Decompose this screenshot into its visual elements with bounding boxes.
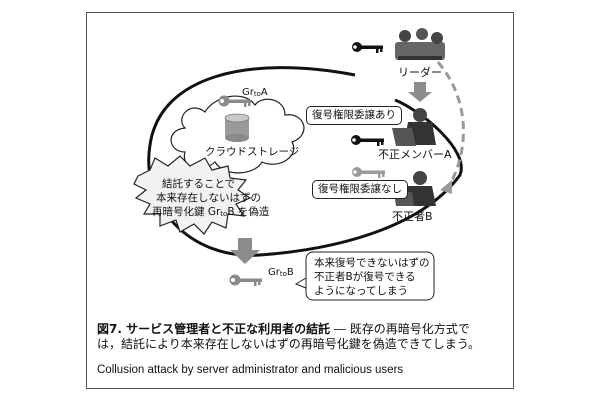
burst-text-line2: 本来存在しないはずの	[156, 192, 261, 204]
key-a-sub: to	[253, 90, 261, 98]
result-line2: 不正者Bが復号できる	[314, 271, 416, 283]
member-a-key-icon	[351, 135, 384, 146]
dashed-arc	[436, 61, 465, 189]
member-a-figure	[392, 108, 436, 146]
person-b-label: 不正者B	[392, 210, 433, 223]
result-line3: ようになってしまう	[314, 285, 408, 297]
dashed-arc-head	[440, 180, 452, 194]
cloud-storage-label: クラウドストレージ	[205, 146, 300, 158]
key-b-suffix: B	[286, 267, 294, 278]
burst-line3-sub: to	[220, 210, 228, 218]
delegation-no-box: 復号権限委譲なし	[312, 180, 408, 199]
database-icon	[224, 113, 250, 142]
key-a-suffix: A	[260, 87, 268, 98]
result-line1: 本来復号できないはずの	[314, 257, 430, 269]
key-b-name: Gr	[268, 267, 280, 278]
delegation-yes-box: 復号権限委譲あり	[306, 106, 402, 125]
burst-text-line3: 再暗号化鍵 GrtoB を偽造	[152, 206, 269, 221]
member-a-label: 不正メンバーA	[378, 148, 452, 161]
burst-line3-pre: 再暗号化鍵 Gr	[152, 206, 221, 218]
result-box-pointer	[294, 277, 307, 289]
caption-body-1: ― 既存の再暗号化方式で	[330, 322, 470, 336]
figure-caption: 図7. サービス管理者と不正な利用者の結託 ― 既存の再暗号化方式で は，結託に…	[97, 322, 507, 352]
leader-to-member-arrow	[408, 82, 432, 102]
caption-body-2: は，結託により本来存在しないはずの再暗号化鍵を偽造できてしまう。	[97, 337, 481, 351]
person-b-figure	[394, 171, 436, 206]
key-a-label: GrtoA	[242, 86, 268, 101]
leader-key-icon	[352, 42, 383, 53]
burst-to-keyb-arrow	[230, 238, 260, 264]
caption-title: 図7. サービス管理者と不正な利用者の結託	[97, 322, 331, 336]
leader-group-figure	[395, 28, 445, 60]
key-b-sub: to	[279, 270, 287, 278]
result-box	[305, 251, 435, 301]
person-b-key-icon	[352, 167, 385, 178]
burst-text-line1: 結託することで	[162, 178, 236, 190]
burst-line3-post: B を偽造	[227, 206, 270, 218]
key-a-name: Gr	[242, 87, 254, 98]
collusion-burst	[133, 155, 252, 235]
leader-label: リーダー	[398, 66, 442, 79]
caption-english: Collusion attack by server administrator…	[97, 364, 404, 376]
key-a-icon	[218, 95, 251, 107]
key-b-icon	[229, 274, 262, 286]
key-b-label: GrtoB	[268, 266, 294, 281]
